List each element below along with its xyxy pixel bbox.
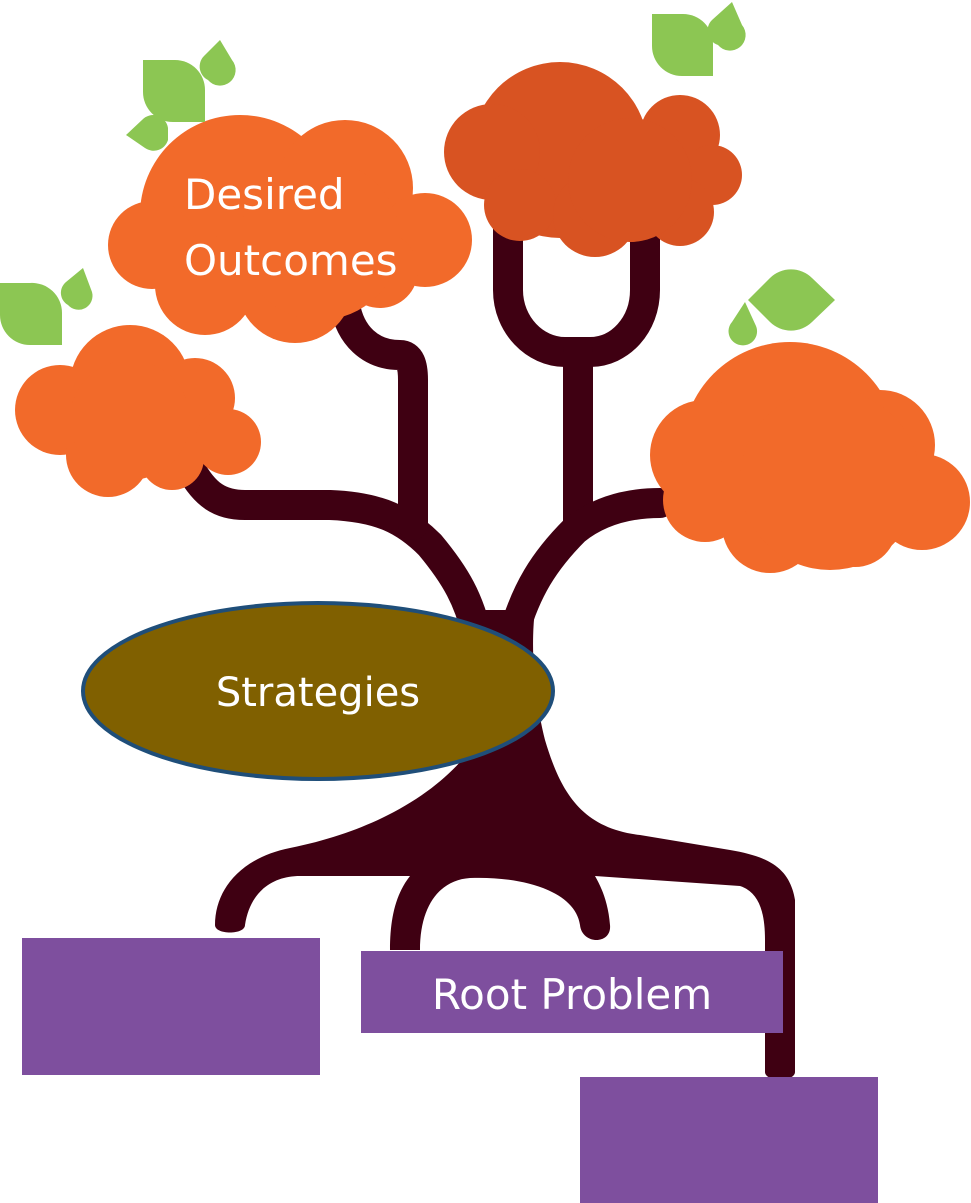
leaf-icon	[0, 282, 63, 345]
strategies-label: Strategies	[216, 670, 420, 716]
tree-branches	[175, 195, 675, 655]
leaf-icon	[652, 14, 713, 76]
leaf-small-icon	[60, 268, 93, 310]
root-problem-box	[361, 951, 783, 1033]
tree-trunk	[215, 610, 795, 1080]
leaves	[0, 2, 835, 346]
cloud-left-small	[15, 325, 261, 497]
leaf-small-icon	[126, 115, 168, 151]
leaf-small-icon	[707, 2, 746, 51]
left-branch	[175, 453, 493, 655]
root-problem-label: Root Problem	[432, 970, 712, 1019]
leaf-small-icon	[728, 302, 758, 346]
root-box-right	[580, 1077, 878, 1203]
cloud-top	[444, 62, 742, 257]
cloud-desired-outcomes	[108, 115, 472, 343]
right-branch	[497, 488, 675, 655]
leaf-icon	[748, 269, 835, 331]
root-box-left	[22, 938, 320, 1075]
leaf-small-icon	[199, 40, 236, 86]
leaf-icon	[143, 60, 205, 122]
desired-outcomes-label-line1: Desired	[184, 170, 345, 219]
cloud-right	[650, 342, 970, 573]
desired-outcomes-label-line2: Outcomes	[184, 236, 398, 285]
strategies-ellipse	[81, 601, 555, 781]
outcomes-branch	[330, 290, 428, 540]
